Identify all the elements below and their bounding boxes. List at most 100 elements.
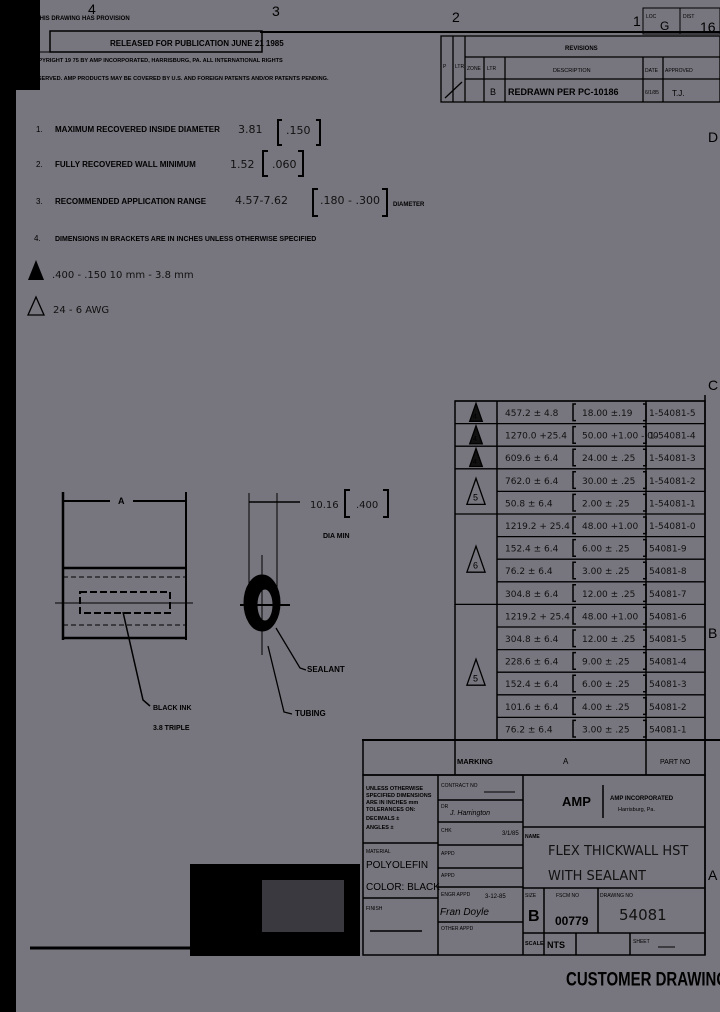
zone-1: 1 — [633, 13, 641, 29]
scale-value: NTS — [547, 940, 565, 950]
table-cell-marking: 4 — [473, 414, 477, 421]
rev-col-ltr2: LTR — [487, 66, 496, 72]
svg-text:MAXIMUM RECOVERED INSIDE DIAME: MAXIMUM RECOVERED INSIDE DIAMETER — [55, 125, 220, 134]
tubing-label: TUBING — [295, 709, 326, 718]
marking-triangle-icon — [465, 544, 487, 573]
drawing-name-1: FLEX THICKWALL HST — [548, 844, 688, 859]
customer-drawing-label: CUSTOMER DRAWING — [566, 967, 720, 989]
sealant-label: SEALANT — [307, 665, 345, 674]
inch-bracket — [572, 493, 647, 512]
table-cell-mm: 304.8 ± 6.4 — [505, 590, 559, 600]
fscm-label: FSCM NO — [556, 893, 579, 899]
rev-col-approved: APPROVED — [665, 68, 693, 74]
table-cell-mm: 152.4 ± 6.4 — [505, 680, 559, 690]
inch-bracket — [572, 425, 647, 444]
drawn-label: DR — [441, 804, 449, 810]
drawn-by: J. Harrington — [449, 810, 490, 817]
svg-text:.060: .060 — [272, 158, 297, 171]
table-cell-inch: 24.00 ± .25 — [582, 454, 635, 464]
engr-date: 3-12-85 — [485, 894, 506, 900]
zone-d: D — [708, 129, 718, 145]
table-cell-inch: 3.00 ± .25 — [582, 567, 630, 577]
checked-label: CHK — [441, 828, 452, 834]
size-label: SIZE — [525, 893, 537, 899]
table-cell-marking: 4 — [473, 436, 477, 443]
table-cell-mm: 228.6 ± 6.4 — [505, 658, 559, 668]
svg-text:DIMENSIONS IN BRACKETS ARE IN: DIMENSIONS IN BRACKETS ARE IN INCHES UNL… — [55, 236, 316, 243]
inch-bracket — [572, 606, 647, 625]
loc-label: LOC — [646, 14, 657, 20]
inch-bracket — [572, 448, 647, 467]
table-cell-mm: 304.8 ± 6.4 — [505, 635, 559, 645]
table-cell-inch: 18.00 ±.19 — [582, 409, 633, 419]
svg-text:4.: 4. — [34, 234, 41, 243]
table-cell-inch: 50.00 +1.00 -.00 — [582, 432, 659, 442]
marking-triangle-icon — [468, 401, 484, 422]
other-approved-label: OTHER APPD — [441, 926, 474, 932]
table-cell-inch: 9.00 ± .25 — [582, 658, 630, 668]
size-value: B — [528, 908, 540, 925]
svg-text:24 - 6 AWG: 24 - 6 AWG — [53, 305, 109, 316]
drawing-no-value: 54081 — [619, 906, 667, 924]
table-cell-mm: 101.6 ± 6.4 — [505, 703, 559, 713]
sheet-label: SHEET — [633, 939, 650, 945]
marking-triangle-icon — [468, 423, 484, 445]
drawing-name-2: WITH SEALANT — [548, 869, 646, 884]
svg-text:ANGLES ±: ANGLES ± — [366, 825, 393, 831]
approved-label-2: APPD — [441, 873, 455, 879]
length-header: A — [563, 757, 569, 766]
amp-logo: AMP — [562, 794, 591, 809]
table-cell-part-no: 1-54081-5 — [649, 409, 696, 419]
material-value: POLYOLEFIN — [366, 860, 428, 871]
diameter-inch: .400 — [356, 500, 378, 511]
inch-bracket — [572, 719, 647, 738]
table-cell-mm: 76.2 ± 6.4 — [505, 725, 553, 735]
title-block — [362, 774, 706, 956]
tubing-side-view — [55, 492, 193, 707]
rev-col-description: DESCRIPTION — [553, 68, 591, 74]
table-cell-mm: 50.8 ± 6.4 — [505, 499, 553, 509]
inch-bracket — [572, 584, 647, 603]
zone-3: 3 — [272, 3, 280, 19]
table-cell-inch: 48.00 +1.00 — [582, 522, 638, 532]
copyright-line-2: RESERVED. AMP PRODUCTS MAY BE COVERED BY… — [30, 76, 329, 82]
dimension-a-label: A — [118, 496, 125, 506]
inch-bracket — [572, 697, 647, 716]
rev-date: 6/1/85 — [645, 90, 659, 96]
marking-triangle-icon — [468, 446, 484, 468]
svg-text:1.52: 1.52 — [230, 158, 255, 171]
table-cell-mm: 152.4 ± 6.4 — [505, 545, 559, 555]
inch-bracket — [572, 538, 647, 557]
copyright-line-1: COPYRIGHT 19 75 BY AMP INCORPORATED, HAR… — [30, 58, 283, 64]
tubing-end-view — [240, 489, 389, 715]
table-cell-marking: 5 — [473, 493, 478, 503]
svg-text:.400 - .150 10 mm - 3.8 mm: .400 - .150 10 mm - 3.8 mm — [52, 270, 194, 281]
table-cell-part-no: 54081-3 — [649, 680, 687, 690]
part-no-header: PART NO — [660, 759, 691, 766]
table-cell-part-no: 54081-4 — [649, 658, 687, 668]
rev-col-ltr: LTR — [455, 64, 464, 70]
svg-text:.180 - .300: .180 - .300 — [320, 194, 380, 207]
table-cell-part-no: 54081-7 — [649, 590, 687, 600]
svg-text:FULLY RECOVERED WALL MINIMUM: FULLY RECOVERED WALL MINIMUM — [55, 160, 196, 169]
svg-text:DECIMALS ±: DECIMALS ± — [366, 816, 399, 822]
table-cell-marking: 4 — [473, 459, 477, 466]
material-label: MATERIAL — [366, 849, 391, 855]
zone-markers: 4 3 2 1 D C B A — [88, 1, 718, 883]
table-cell-part-no: 54081-5 — [649, 635, 687, 645]
dist-label: DIST — [683, 14, 694, 20]
revisions-table — [440, 35, 720, 103]
table-cell-mm: 609.6 ± 6.4 — [505, 454, 559, 464]
table-cell-part-no: 1-54081-4 — [649, 432, 696, 442]
table-cell-part-no: 54081-8 — [649, 567, 687, 577]
table-cell-part-no: 54081-1 — [649, 725, 687, 735]
svg-text:DIAMETER: DIAMETER — [393, 202, 425, 208]
scan-artifact — [30, 864, 360, 956]
table-cell-inch: 12.00 ± .25 — [582, 590, 635, 600]
svg-text:TOLERANCES ON:: TOLERANCES ON: — [366, 807, 416, 813]
drawing-no-label: DRAWING NO — [600, 893, 633, 899]
svg-text:RECOMMENDED APPLICATION RANGE: RECOMMENDED APPLICATION RANGE — [55, 197, 207, 206]
inch-bracket — [572, 651, 647, 670]
